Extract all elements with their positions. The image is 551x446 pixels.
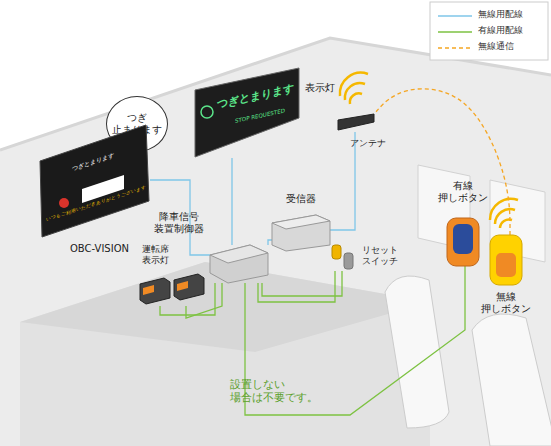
receiver-box [272, 215, 330, 251]
radio-wave [350, 93, 362, 104]
legend-text: 有線用配線 [478, 25, 523, 36]
node-text: 有線 押しボタン [437, 180, 489, 204]
wireless-button: 無線 押しボタン [490, 235, 522, 285]
wired-button: 有線 押しボタン [447, 218, 479, 266]
node-shape [447, 218, 479, 266]
wire-connector [258, 271, 335, 302]
switch-cap [332, 245, 341, 259]
button-face [496, 253, 516, 277]
node-shape [272, 215, 330, 251]
radio-wave [490, 199, 518, 220]
node-text: 運転席 表示灯 [142, 244, 178, 266]
stop-sign-icon [59, 198, 69, 208]
button-body [490, 235, 522, 285]
node-shape [330, 243, 356, 271]
seat [385, 276, 449, 428]
legend-text: 無線用配線 [478, 9, 523, 20]
bus-stop-icon [201, 106, 213, 118]
controller: 降車信号 装置制御器 [210, 245, 268, 283]
wire-connector [268, 240, 272, 245]
node-shape [210, 245, 268, 283]
node-text: リセット スイッチ [362, 245, 402, 267]
node-text: 表示灯 [305, 82, 349, 94]
controller-top [210, 245, 268, 263]
button-body [447, 218, 479, 266]
node-shape [338, 114, 374, 132]
button-face [453, 224, 473, 254]
wire-connector [231, 158, 232, 245]
receiver-top [272, 215, 330, 229]
note-label: 設置しない 場合は不要です。 [230, 378, 325, 404]
legend-sample-line [438, 31, 472, 33]
legend-frame [430, 2, 548, 60]
seat [472, 314, 551, 446]
node-shape [140, 272, 206, 306]
sign-panel [195, 68, 299, 157]
wire-connector [374, 89, 510, 235]
monitor-panel [40, 125, 149, 237]
driver-display-light: 運転席 表示灯 [140, 272, 206, 306]
node-shape [40, 125, 150, 240]
node-text: 無線 押しボタン [478, 291, 534, 315]
front-panel [20, 262, 430, 446]
light-box [140, 278, 170, 304]
wire-connector [150, 180, 210, 255]
radio-wave [345, 83, 365, 100]
node-text: アンテナ [350, 138, 400, 149]
node-text: 降車信号 装置制御器 [150, 211, 208, 235]
radio-wave [495, 209, 515, 224]
light-box [174, 274, 204, 300]
legend-text: 無線通信 [478, 41, 514, 52]
receiver: 受信器 [272, 215, 330, 251]
node-text: 受信器 [286, 193, 330, 205]
display-light: つぎとまりますSTOP REQUESTED表示灯 [195, 68, 300, 158]
switch-body [344, 253, 353, 269]
light-lamp [177, 281, 188, 291]
antenna-bar [338, 114, 374, 130]
radio-wave [340, 73, 368, 96]
node-shape [490, 235, 522, 285]
controller-box [210, 245, 268, 283]
legend-sample-line [438, 47, 472, 49]
light-lamp [143, 285, 154, 295]
node-text: OBC-VISION [70, 243, 140, 255]
bus-wall [0, 38, 551, 446]
obc-monitor: つぎとまりますいつもご利用いただきありがとうございますOBC-VISION [40, 125, 150, 240]
antenna: アンテナ [338, 114, 374, 132]
wired-wire [262, 271, 342, 296]
reset-switch: リセット スイッチ [330, 243, 356, 271]
legend-sample-line [438, 15, 472, 17]
